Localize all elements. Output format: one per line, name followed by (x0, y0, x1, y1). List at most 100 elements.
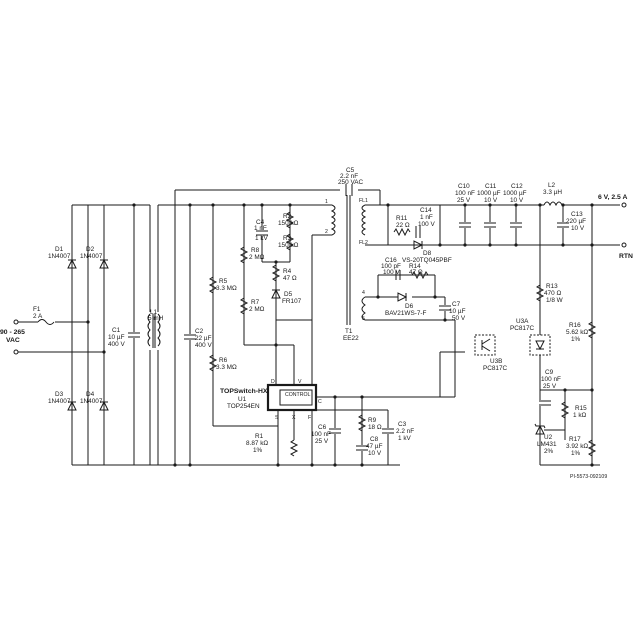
d3-value: 1N4007 (48, 398, 71, 405)
r1-v1: 8.87 kΩ (246, 440, 268, 447)
transformer-t1: 1 2 4 5 FL1 FL2 T1 EE22 (325, 195, 368, 342)
r13-ref: R13 (546, 283, 558, 290)
d8-ref: D8 (423, 250, 432, 257)
c12-v1: 1000 µF (503, 190, 527, 197)
capacitor-c10: C10 100 nF 25 V (455, 183, 475, 228)
d8-value: VS-20TQ045PBF (402, 257, 452, 264)
c16-v1: 100 pF (381, 263, 401, 270)
capacitor-c6: C6 100 nF 25 V (311, 424, 341, 445)
c11-v2: 10 V (484, 197, 498, 204)
u2-ref: U2 (544, 434, 553, 441)
capacitor-c14: C14 1 nF 100 V (415, 207, 435, 238)
r2-ref: R2 (283, 213, 292, 220)
d5-value: FR107 (282, 298, 302, 305)
c11-v1: 1000 µF (477, 190, 501, 197)
capacitor-c13: C13 220 µF 10 V (557, 211, 586, 232)
t1-pin4: 4 (362, 290, 365, 296)
r9-value: 18 Ω (368, 424, 382, 431)
c2-v2: 400 V (195, 342, 212, 349)
c13-ref: C13 (571, 211, 583, 218)
output-rating: 6 V, 2.5 A (598, 194, 627, 201)
r17-v1: 3.92 kΩ (566, 443, 588, 450)
controller-block: CONTROL (285, 392, 310, 398)
c3-ref: C3 (398, 421, 407, 428)
capacitor-c11: C11 1000 µF 10 V (477, 183, 501, 228)
capacitor-c16: C16 100 pF 100 V (381, 257, 401, 280)
r9-ref: R9 (368, 417, 377, 424)
r6-ref: R6 (219, 357, 228, 364)
capacitor-c5: C5 2.2 nF 250 VAC (338, 167, 363, 196)
capacitor-c9: C9 100 nF 25 V (539, 369, 561, 406)
r5-value: 3.3 MΩ (216, 285, 237, 292)
c16-ref: C16 (385, 257, 397, 264)
c13-v1: 220 µF (566, 218, 586, 225)
r5-ref: R5 (219, 278, 228, 285)
c1-ref: C1 (112, 327, 121, 334)
c8-v2: 10 V (368, 450, 382, 457)
c9-v2: 25 V (543, 383, 557, 390)
u3b-value: PC817C (483, 365, 508, 372)
output-terminals: 6 V, 2.5 A RTN (598, 194, 633, 260)
t1-fl1: FL1 (359, 198, 368, 204)
u2-v1: LM431 (537, 441, 557, 448)
resistor-r6: R6 3.3 MΩ (208, 354, 237, 372)
pin-x: X (292, 415, 296, 421)
l2-value: 3.3 µH (543, 189, 562, 196)
controller-family: TOPSwitch-HX (220, 388, 268, 395)
c5-v2: 250 VAC (338, 179, 363, 186)
diode-d8: D8 VS-20TQ045PBF (402, 240, 452, 264)
c9-ref: C9 (545, 369, 554, 376)
r16-ref: R16 (569, 322, 581, 329)
c12-v2: 10 V (510, 197, 524, 204)
r11-ref: R11 (396, 215, 408, 222)
r15-value: 1 kΩ (573, 412, 587, 419)
d4-value: 1N4007 (80, 398, 103, 405)
r6-value: 3.3 MΩ (216, 364, 237, 371)
d3-ref: D3 (55, 391, 64, 398)
t1-pin5: 5 (362, 316, 365, 322)
l2-ref: L2 (548, 182, 556, 189)
c10-v2: 25 V (457, 197, 471, 204)
d6-value: BAV21WS-7-F (385, 310, 427, 317)
u3b-ref: U3B (490, 358, 502, 365)
r1-ref: R1 (255, 433, 264, 440)
r2-value: 150 kΩ (278, 220, 299, 227)
c5-ref: C5 (346, 167, 355, 174)
d6-ref: D6 (405, 303, 414, 310)
c6-ref: C6 (318, 424, 327, 431)
resistor-r4: R4 47 Ω (271, 264, 297, 282)
r7-ref: R7 (251, 299, 260, 306)
resistor-r3: R3 150 kΩ (278, 233, 299, 251)
u2-v2: 2% (544, 448, 554, 455)
resistor-r14: R14 47 Ω (409, 263, 429, 280)
u3a-ref: U3A (516, 318, 529, 325)
capacitor-c7: C7 10 µF 50 V (439, 301, 466, 322)
r14-ref: R14 (409, 263, 421, 270)
fuse-f1: F1 2 A (33, 306, 55, 325)
diode-d6: D6 BAV21WS-7-F (385, 292, 427, 317)
inductor-l2: L2 3.3 µH (543, 182, 563, 207)
input-terminals: 90 - 265 VAC (0, 319, 25, 355)
t1-pin2: 2 (325, 229, 328, 235)
c7-v1: 10 µF (449, 308, 466, 315)
t1-core: EE22 (343, 335, 359, 342)
wiring (18, 189, 620, 466)
resistor-r11: R11 22 Ω (393, 215, 411, 237)
resistor-r16: R16 5.62 kΩ 1% (566, 321, 597, 343)
r13-v2: 1/8 W (546, 297, 564, 304)
resistor-r17: R17 3.92 kΩ 1% (566, 436, 597, 457)
capacitor-c12: C12 1000 µF 10 V (503, 183, 527, 228)
diode-d4: D4 1N4007 (80, 391, 109, 411)
resistor-r15: R15 1 kΩ (560, 401, 587, 419)
r4-value: 47 Ω (283, 275, 297, 282)
c4-v1: 1 nF (254, 225, 267, 232)
r15-ref: R15 (575, 405, 587, 412)
r13-v1: 470 Ω (544, 290, 561, 297)
t1-pin1: 1 (325, 199, 328, 205)
u3a-value: PC817C (510, 325, 535, 332)
resistor-r5: R5 3.3 MΩ (208, 276, 237, 294)
r8-value: 2 MΩ (249, 254, 265, 261)
resistor-r13: R13 470 Ω 1/8 W (535, 283, 564, 304)
diode-d5: D5 FR107 (271, 288, 302, 305)
